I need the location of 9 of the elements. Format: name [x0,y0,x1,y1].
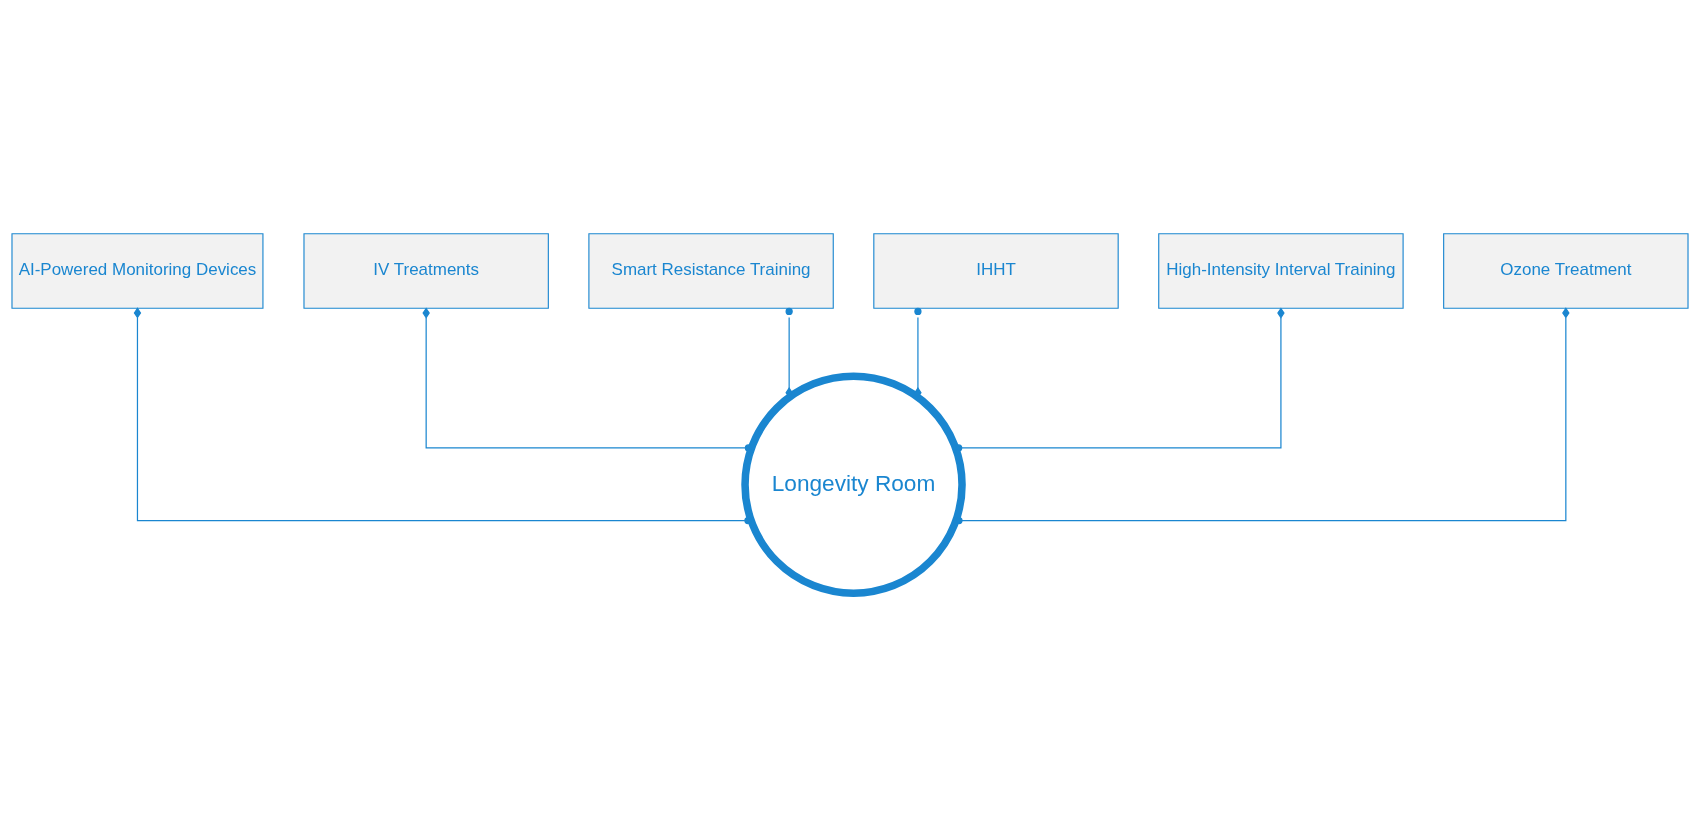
node-box: AI-Powered Monitoring Devices [11,233,264,309]
connector [133,307,752,525]
node-box: Ozone Treatment [1443,233,1689,309]
node-box: Smart Resistance Training [588,233,834,309]
connector [955,307,1285,452]
node-box: IHHT [873,233,1119,309]
connector [955,307,1570,525]
node-box: High-Intensity Interval Training [1158,233,1404,309]
node-box: IV Treatments [303,233,549,309]
